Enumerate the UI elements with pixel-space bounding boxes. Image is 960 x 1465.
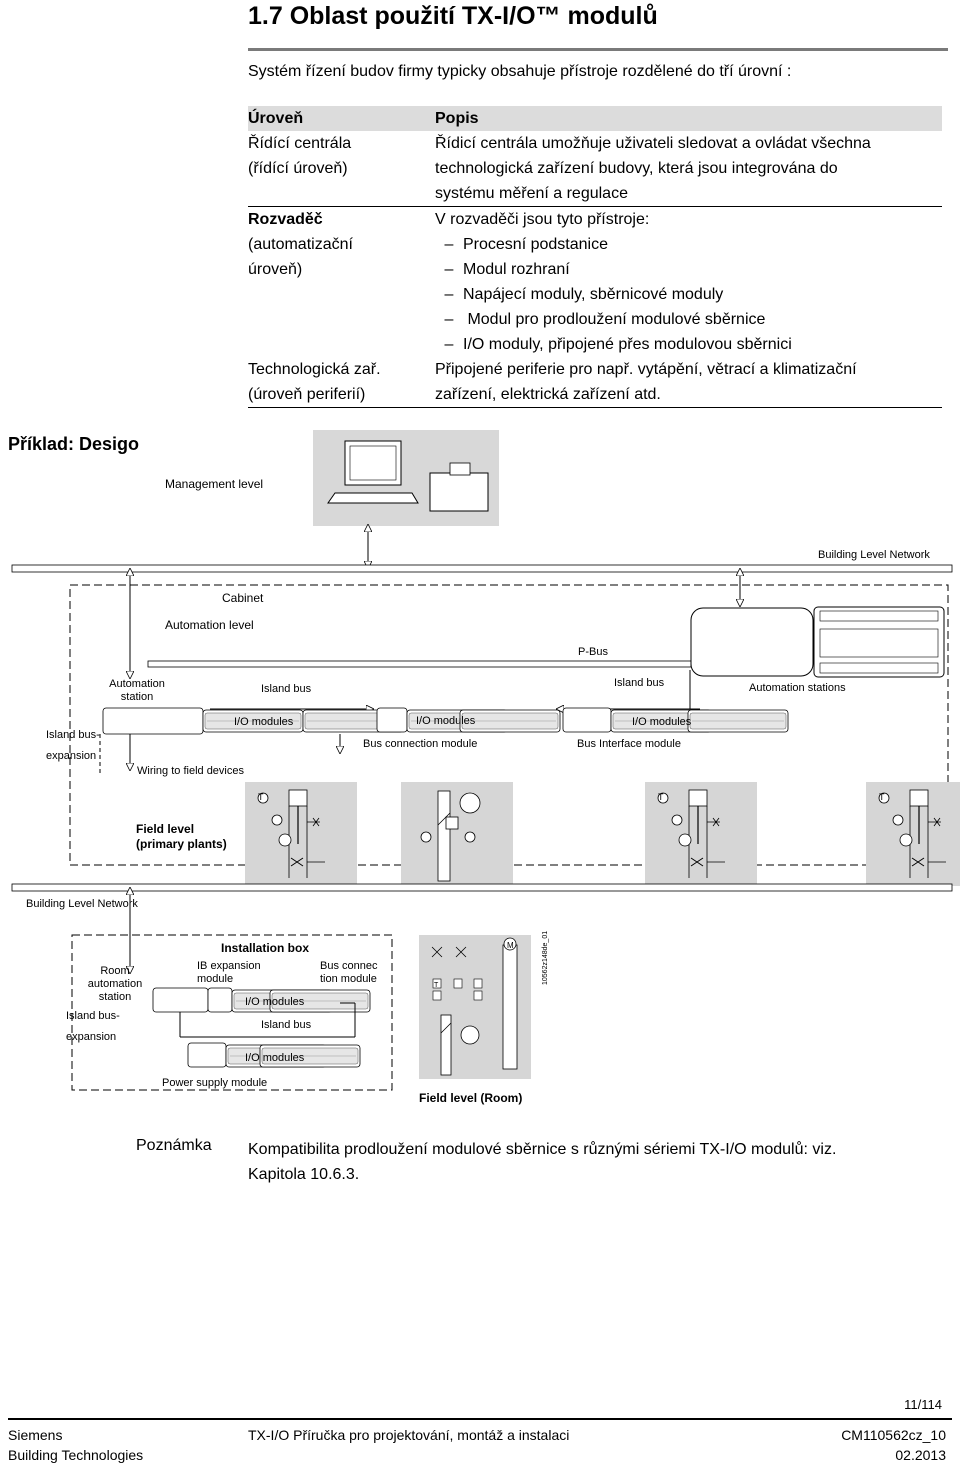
table-header-row: Úroveň Popis [248, 106, 942, 131]
printer-icon [429, 472, 489, 512]
io-modules-label: I/O modules [245, 1052, 305, 1064]
room-automation-station-label: automation [88, 978, 142, 990]
level-name: Rozvaděč [248, 211, 323, 228]
island-bus-expansion-label-2: Island bus- [66, 1010, 120, 1022]
field-level-primary-label: (primary plants) [136, 837, 227, 851]
page-number: 11/114 [904, 1397, 942, 1412]
building-level-network-bar [11, 564, 953, 573]
drawing-code: 10562z148de_01 [542, 931, 549, 985]
level-subname: (automatizační [248, 236, 353, 253]
bus-interface-module-label: Bus Interface module [577, 738, 681, 750]
field-level-primary-label: Field level [136, 822, 194, 836]
motor-icon: M [507, 941, 514, 950]
ib-expansion-label: module [197, 973, 233, 985]
list-item: Procesní podstanice [435, 232, 942, 257]
bln-label-2: Building Level Network [26, 898, 138, 910]
level-subname: (úroveň periferií) [248, 386, 366, 403]
ib-expansion-module [207, 987, 233, 1013]
fan-icon [459, 792, 481, 814]
temp-sensor-label: T [879, 792, 885, 802]
power-supply-label: Power supply module [162, 1077, 267, 1089]
desc-line: Řídicí centrála umožňuje uživateli sledo… [435, 135, 871, 152]
io-modules-label: I/O modules [416, 715, 476, 727]
note-text: Kompatibilita prodloužení modulové sběrn… [248, 1141, 837, 1183]
installation-box-frame [71, 934, 393, 1091]
ib-expansion-label: IB expansion [197, 960, 261, 972]
automation-stations-label: Automation stations [749, 682, 846, 694]
power-supply-module [187, 1042, 227, 1068]
temp-sensor-label: T [658, 792, 664, 802]
island-bus-label-2: Island bus [614, 677, 665, 689]
header-level: Úroveň [248, 106, 423, 131]
field-plant-image [401, 782, 513, 886]
io-module-strip [687, 709, 789, 733]
installation-box-label: Installation box [221, 941, 309, 955]
desc-line: zařízení, elektrická zařízení atd. [435, 386, 661, 403]
title-rule [248, 48, 948, 51]
desc-line: systému měření a regulace [435, 185, 628, 202]
table-row: Rozvaděč (automatizační úroveň) V rozvad… [248, 207, 942, 358]
bus-interface-module [562, 707, 612, 733]
automation-station-device [690, 607, 814, 677]
section-title: 1.7 Oblast použití TX-I/O™ modulů [248, 2, 658, 30]
field-level-room-label: Field level (Room) [419, 1091, 522, 1105]
footer-document-title: TX-I/O Příručka pro projektování, montáž… [248, 1427, 570, 1443]
footer-document-id: CM110562cz_10 02.2013 [841, 1427, 946, 1463]
p-bus-label: P-Bus [578, 646, 608, 658]
intro-paragraph: Systém řízení budov firmy typicky obsahu… [248, 63, 792, 80]
level-name: Řídící centrála [248, 135, 352, 152]
room-automation-station-label: station [99, 991, 131, 1003]
building-level-network-bar [11, 883, 953, 892]
desc-line: technologická zařízení budovy, která jso… [435, 160, 838, 177]
bus-connection-module [376, 707, 408, 733]
island-bus-label: Island bus [261, 683, 312, 695]
header-desc: Popis [423, 106, 942, 131]
automation-station-module [102, 707, 204, 735]
cabinet-label: Cabinet [222, 591, 264, 605]
island-bus-expansion-label: Island bus- [46, 729, 100, 741]
level-subname: úroveň) [248, 261, 303, 278]
desc-line: Připojené periferie pro např. vytápění, … [435, 361, 857, 378]
example-label: Příklad: Desigo [8, 434, 140, 454]
note-label: Poznámka [136, 1137, 212, 1154]
wiring-label: Wiring to field devices [137, 765, 244, 777]
bus-connection-module-label: Bus connection module [363, 738, 477, 750]
management-level-label: Management level [165, 477, 263, 491]
list-item: Napájecí moduly, sběrnicové moduly [435, 282, 942, 307]
desc-line: V rozvaděči jsou tyto přístroje: [435, 211, 650, 228]
table-row: Technologická zař. (úroveň periferií) Př… [248, 357, 942, 408]
io-modules-label: I/O modules [234, 716, 294, 728]
list-item: Modul pro prodloužení modulové sběrnice [435, 307, 942, 332]
island-bus-label-3: Island bus [261, 1019, 312, 1031]
temp-sensor-label: T [258, 792, 264, 802]
island-bus-expansion-label-2: expansion [66, 1031, 116, 1043]
room-automation-station-label: Room [100, 965, 129, 977]
io-modules-label: I/O modules [245, 996, 305, 1008]
bus-connection-label-2: tion module [320, 973, 377, 985]
automation-station-label: Automation [109, 678, 165, 690]
io-modules-label: I/O modules [632, 716, 692, 728]
footer-rule [8, 1418, 952, 1420]
level-subname: (řídící úroveň) [248, 160, 348, 177]
table-row: Řídící centrála (řídící úroveň) Řídicí c… [248, 131, 942, 207]
bln-label: Building Level Network [818, 549, 930, 561]
level-name: Technologická zař. [248, 361, 381, 378]
automation-level-label: Automation level [165, 618, 254, 632]
island-bus-expansion-label: expansion [46, 750, 96, 762]
fan-icon [460, 1025, 480, 1045]
desigo-system-diagram: Management level Building Level Network … [11, 430, 960, 1105]
footer-company: Siemens Building Technologies [8, 1427, 144, 1463]
list-item: I/O moduly, připojené přes modulovou sbě… [435, 332, 942, 357]
p-bus-bar [147, 660, 692, 668]
list-item: Modul rozhraní [435, 257, 942, 282]
room-automation-station-device [152, 987, 209, 1013]
temp-sensor-label: T [434, 982, 439, 989]
automation-station-label: station [121, 691, 153, 703]
keyboard-icon [327, 492, 419, 504]
levels-table: Úroveň Popis Řídící centrála (řídící úro… [248, 106, 942, 408]
bus-connection-label-2: Bus connec [320, 960, 378, 972]
